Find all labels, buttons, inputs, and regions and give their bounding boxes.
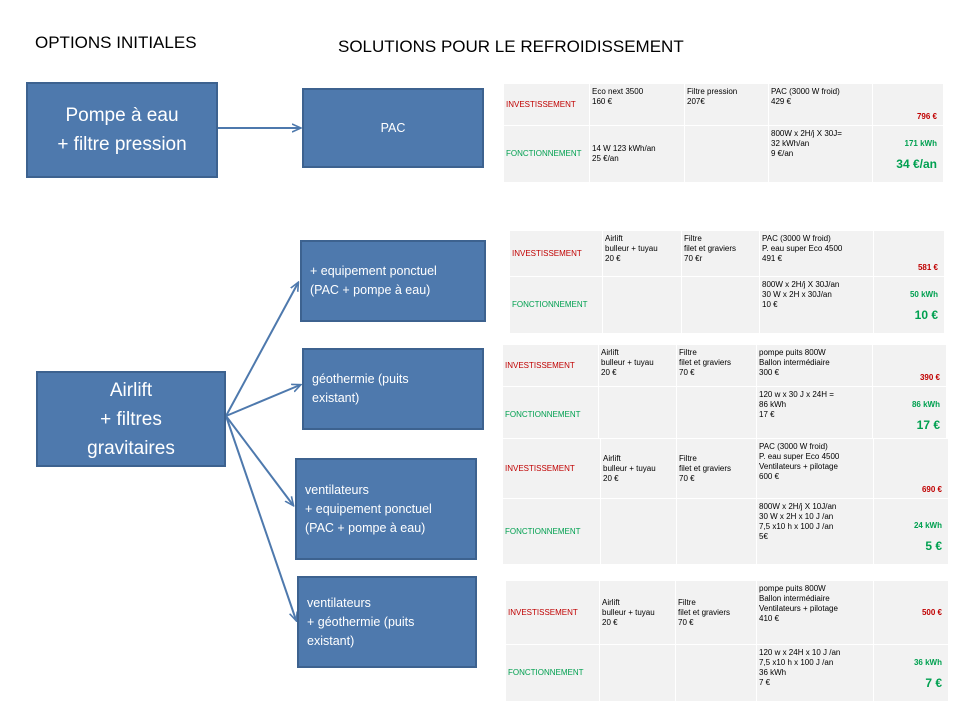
solution-equipement-ponctuel-label: + equipement ponctuel (PAC + pompe à eau… <box>310 264 437 297</box>
table-cell <box>598 386 677 444</box>
table-cell: PAC (3000 W froid) 429 € <box>768 83 873 126</box>
table-cell <box>602 276 682 334</box>
total-cost: 34 €/an <box>896 157 937 171</box>
option-pompe-label: Pompe à eau + filtre pression <box>57 105 187 155</box>
total-fonctionnement: 171 kWh 34 €/an <box>872 125 944 183</box>
total-energy: 24 kWh <box>913 521 942 530</box>
total-investissement: 581 € <box>873 230 945 277</box>
table-cell: PAC (3000 W froid) P. eau super Eco 4500… <box>759 230 874 277</box>
investissement-label: INVESTISSEMENT <box>502 438 601 499</box>
total-cost: 5 € <box>925 539 942 553</box>
investissement-label: INVESTISSEMENT <box>505 580 600 645</box>
cost-table-ventilateurs-equipement: INVESTISSEMENT Airlift bulleur + tuyau 2… <box>502 438 949 565</box>
total-energy: 50 kWh <box>909 290 938 299</box>
cost-table-equipement-ponctuel: INVESTISSEMENT Airlift bulleur + tuyau 2… <box>509 230 945 334</box>
total-energy: 86 kWh <box>911 400 940 409</box>
total-investissement: 796 € <box>872 83 944 126</box>
option-airlift-filtres-gravitaires: Airlift + filtres gravitaires <box>36 371 226 467</box>
solution-geothermie: géothermie (puits existant) <box>302 348 484 430</box>
table-cell <box>681 276 760 334</box>
table-cell <box>599 644 676 702</box>
solution-ventilateurs-geothermie-label: ventilateurs + géothermie (puits existan… <box>307 595 415 648</box>
table-cell: 14 W 123 kWh/an 25 €/an <box>589 125 685 183</box>
table-cell: pompe puits 800W Ballon intermédiaire 30… <box>756 344 873 387</box>
table-cell: Eco next 3500 160 € <box>589 83 685 126</box>
table-cell: Airlift bulleur + tuyau 20 € <box>598 344 677 387</box>
heading-options-initiales: OPTIONS INITIALES <box>35 33 197 52</box>
heading-solutions-refroidissement: SOLUTIONS POUR LE REFROIDISSEMENT <box>338 37 684 56</box>
table-cell: Filtre filet et graviers 70 € <box>676 438 757 499</box>
cost-table-pac: INVESTISSEMENT Eco next 3500 160 € Filtr… <box>503 83 944 183</box>
total-energy: 36 kWh <box>913 658 942 667</box>
table-cell: Airlift bulleur + tuyau 20 € <box>599 580 676 645</box>
solution-ventilateurs-geothermie: ventilateurs + géothermie (puits existan… <box>297 576 477 668</box>
table-cell: Filtre filet et graviers 70 €r <box>681 230 760 277</box>
total-investissement: 690 € <box>873 438 949 499</box>
fonctionnement-label: FONCTIONNEMENT <box>509 276 603 334</box>
table-cell: Airlift bulleur + tuyau 20 € <box>602 230 682 277</box>
table-cell <box>675 644 757 702</box>
cost-table-ventilateurs-geothermie: INVESTISSEMENT Airlift bulleur + tuyau 2… <box>505 580 949 702</box>
solution-pac-label: PAC <box>380 120 406 135</box>
investissement-label: INVESTISSEMENT <box>502 344 599 387</box>
total-cost: 10 € <box>914 308 938 322</box>
solution-geothermie-label: géothermie (puits existant) <box>312 372 409 405</box>
investissement-label: INVESTISSEMENT <box>509 230 603 277</box>
arrow-to-equipement-ponctuel <box>225 283 298 417</box>
option-pompe-filtre-pression: Pompe à eau + filtre pression <box>26 82 218 178</box>
total-energy: 171 kWh <box>904 139 937 148</box>
investissement-label: INVESTISSEMENT <box>503 83 590 126</box>
total-fonctionnement: 50 kWh 10 € <box>873 276 945 334</box>
table-cell: 800W x 2H/j X 30J/an 30 W x 2H x 30J/an … <box>759 276 874 334</box>
fonctionnement-label: FONCTIONNEMENT <box>502 498 601 565</box>
table-cell: 800W x 2H/j X 30J= 32 kWh/an 9 €/an <box>768 125 873 183</box>
table-cell: pompe puits 800W Ballon intermédiaire Ve… <box>756 580 874 645</box>
total-fonctionnement: 36 kWh 7 € <box>873 644 949 702</box>
solution-ventilateurs-equipement-label: ventilateurs + equipement ponctuel (PAC … <box>305 482 432 535</box>
table-cell <box>600 498 677 565</box>
solution-pac: PAC <box>302 88 484 168</box>
table-cell: Airlift bulleur + tuyau 20 € <box>600 438 677 499</box>
table-cell: 800W x 2H/j X 10J/an 30 W x 2H x 10 J /a… <box>756 498 874 565</box>
fonctionnement-label: FONCTIONNEMENT <box>503 125 590 183</box>
total-fonctionnement: 86 kWh 17 € <box>872 386 947 444</box>
table-cell: 120 w x 24H x 10 J /an 7,5 x10 h x 100 J… <box>756 644 874 702</box>
total-cost: 7 € <box>925 676 942 690</box>
table-cell: Filtre filet et graviers 70 € <box>675 580 757 645</box>
table-cell: Filtre pression 207€ <box>684 83 769 126</box>
solution-equipement-ponctuel: + equipement ponctuel (PAC + pompe à eau… <box>300 240 486 322</box>
fonctionnement-label: FONCTIONNEMENT <box>505 644 600 702</box>
table-cell <box>676 386 757 444</box>
table-cell <box>684 125 769 183</box>
total-investissement: 390 € <box>872 344 947 387</box>
total-fonctionnement: 24 kWh 5 € <box>873 498 949 565</box>
cost-table-geothermie: INVESTISSEMENT Airlift bulleur + tuyau 2… <box>502 344 947 444</box>
arrow-to-geothermie <box>225 385 300 417</box>
table-cell: 120 w x 30 J x 24H = 86 kWh 17 € <box>756 386 873 444</box>
table-cell <box>676 498 757 565</box>
arrow-to-ventilateurs-equipement <box>225 415 293 505</box>
fonctionnement-label: FONCTIONNEMENT <box>502 386 599 444</box>
solution-ventilateurs-equipement: ventilateurs + equipement ponctuel (PAC … <box>295 458 477 560</box>
total-investissement: 500 € <box>873 580 949 645</box>
table-cell: Filtre filet et graviers 70 € <box>676 344 757 387</box>
option-airlift-label: Airlift + filtres gravitaires <box>87 379 175 459</box>
total-cost: 17 € <box>916 418 940 432</box>
arrow-to-ventilateurs-geothermie <box>225 415 296 620</box>
table-cell: PAC (3000 W froid) P. eau super Eco 4500… <box>756 438 874 499</box>
